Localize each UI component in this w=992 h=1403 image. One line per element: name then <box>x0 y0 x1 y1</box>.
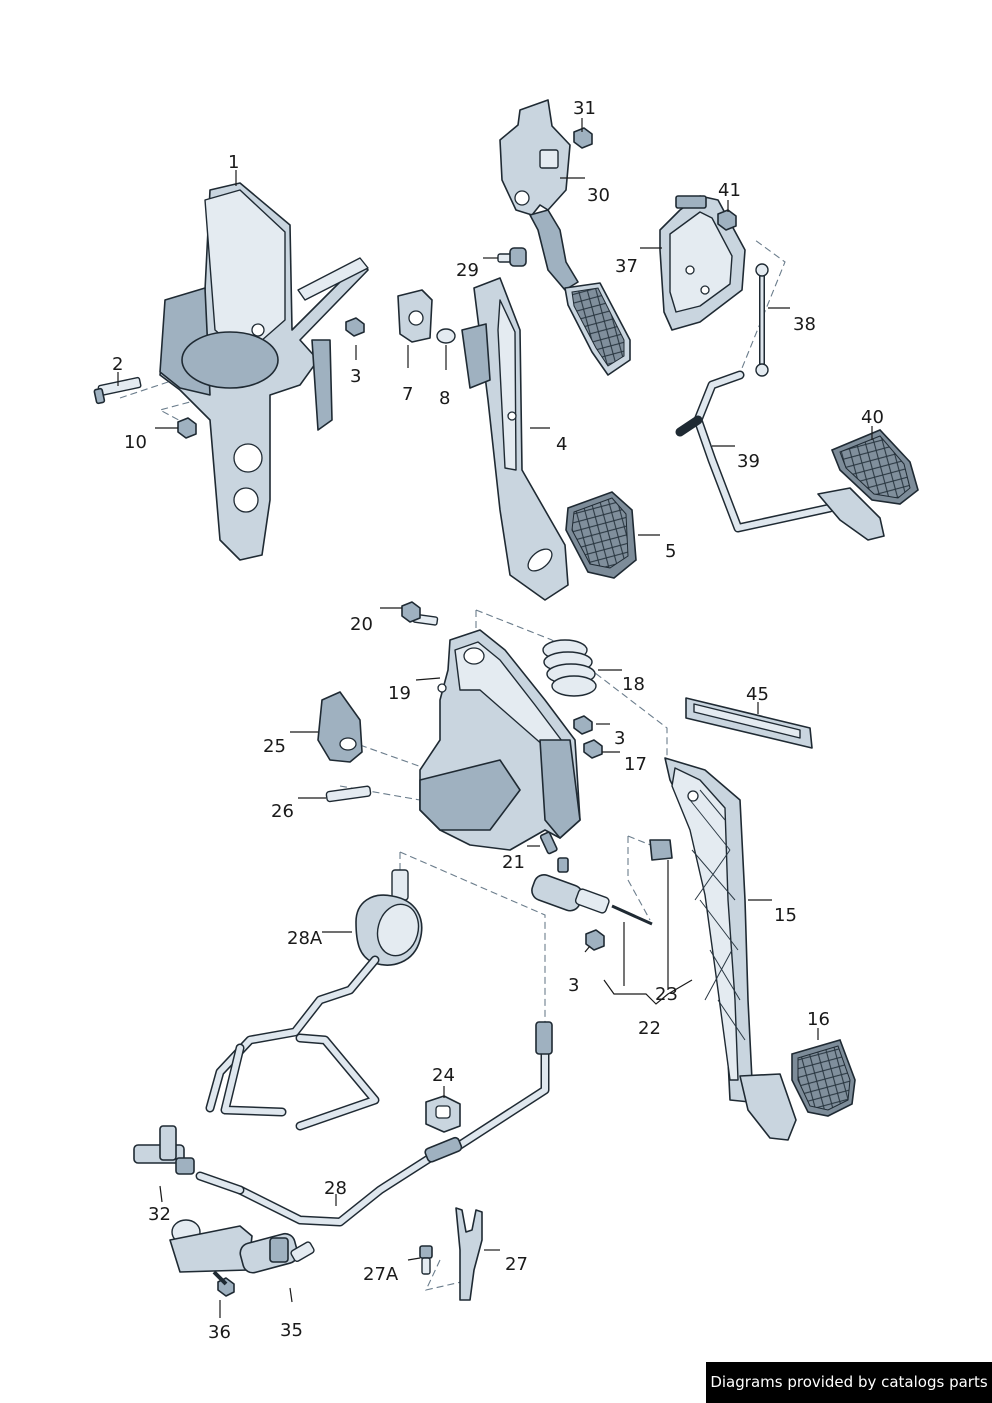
nut-41 <box>717 209 737 231</box>
callout-labels: 1 2 3 4 5 7 8 10 29 30 31 37 41 38 39 40… <box>112 98 884 1343</box>
bracket-27 <box>455 1207 483 1301</box>
brake-pedal-pad <box>565 491 637 579</box>
label-10: 10 <box>124 432 147 453</box>
label-40: 40 <box>861 407 884 428</box>
clutch-master-cylinder-35 <box>169 1219 315 1274</box>
clutch-pedal-arm-15 <box>664 757 753 1103</box>
nut-31 <box>573 127 593 149</box>
clip-21 <box>539 831 558 855</box>
label-7: 7 <box>402 384 413 405</box>
accelerator-sensor-37 <box>659 195 746 331</box>
pin-26 <box>325 785 372 803</box>
label-35: 35 <box>280 1320 303 1341</box>
label-1: 1 <box>228 152 239 173</box>
nut-3-top <box>345 317 365 337</box>
bolt-2 <box>93 376 142 405</box>
spring-18 <box>542 639 597 697</box>
slave-cylinder-28a <box>355 869 423 966</box>
label-26: 26 <box>271 801 294 822</box>
label-39: 39 <box>737 451 760 472</box>
clutch-pedal-foot <box>739 1073 797 1141</box>
washer-8 <box>436 328 456 344</box>
label-3-bottom: 3 <box>568 975 579 996</box>
label-27: 27 <box>505 1254 528 1275</box>
bolt-20 <box>401 601 439 626</box>
label-27a: 27A <box>363 1264 399 1285</box>
label-32: 32 <box>148 1204 171 1225</box>
label-28: 28 <box>324 1178 347 1199</box>
nut-3-mid <box>573 715 593 735</box>
pedal-bracket <box>159 182 369 561</box>
bump-stop-25 <box>317 691 363 763</box>
master-cylinder-22 <box>531 857 653 926</box>
label-37: 37 <box>615 256 638 277</box>
label-21: 21 <box>502 852 525 873</box>
brake-pedal-arm <box>461 277 569 601</box>
label-3-mid: 3 <box>614 728 625 749</box>
bolt-29 <box>497 247 527 267</box>
label-3: 3 <box>350 366 361 387</box>
label-18: 18 <box>622 674 645 695</box>
label-30: 30 <box>587 185 610 206</box>
bolt-36 <box>212 1270 235 1297</box>
bushing-7 <box>397 289 433 343</box>
label-20: 20 <box>350 614 373 635</box>
pedal-arm-39 <box>675 370 885 541</box>
nut-17 <box>583 739 603 759</box>
pedal-pad-40 <box>830 429 919 505</box>
link-rod-38 <box>755 263 769 377</box>
slide-plate-45 <box>685 697 813 749</box>
label-5: 5 <box>665 541 676 562</box>
label-22: 22 <box>638 1018 661 1039</box>
accelerator-pedal-module <box>499 99 631 376</box>
clutch-bracket-19 <box>419 629 581 851</box>
label-4: 4 <box>556 434 567 455</box>
nut-10 <box>177 417 197 439</box>
label-8: 8 <box>439 388 450 409</box>
t-piece-32 <box>133 1125 195 1175</box>
label-23: 23 <box>655 984 678 1005</box>
label-45: 45 <box>746 684 769 705</box>
clutch-pedal-pad-16 <box>791 1039 856 1117</box>
label-29: 29 <box>456 260 479 281</box>
label-19: 19 <box>388 683 411 704</box>
label-2: 2 <box>112 354 123 375</box>
label-41: 41 <box>718 180 741 201</box>
label-28a: 28A <box>287 928 323 949</box>
hydraulic-lines <box>195 955 553 1227</box>
bracket-24 <box>425 1095 461 1133</box>
label-15: 15 <box>774 905 797 926</box>
leader-lines <box>117 118 873 1318</box>
label-25: 25 <box>263 736 286 757</box>
label-17: 17 <box>624 754 647 775</box>
label-36: 36 <box>208 1322 231 1343</box>
label-31: 31 <box>573 98 596 119</box>
nut-3-bottom <box>585 929 605 951</box>
label-16: 16 <box>807 1009 830 1030</box>
label-38: 38 <box>793 314 816 335</box>
switch-23 <box>649 839 673 861</box>
label-24: 24 <box>432 1065 455 1086</box>
bolt-27a <box>419 1245 433 1275</box>
credit-banner: Diagrams provided by catalogs parts <box>706 1362 992 1403</box>
